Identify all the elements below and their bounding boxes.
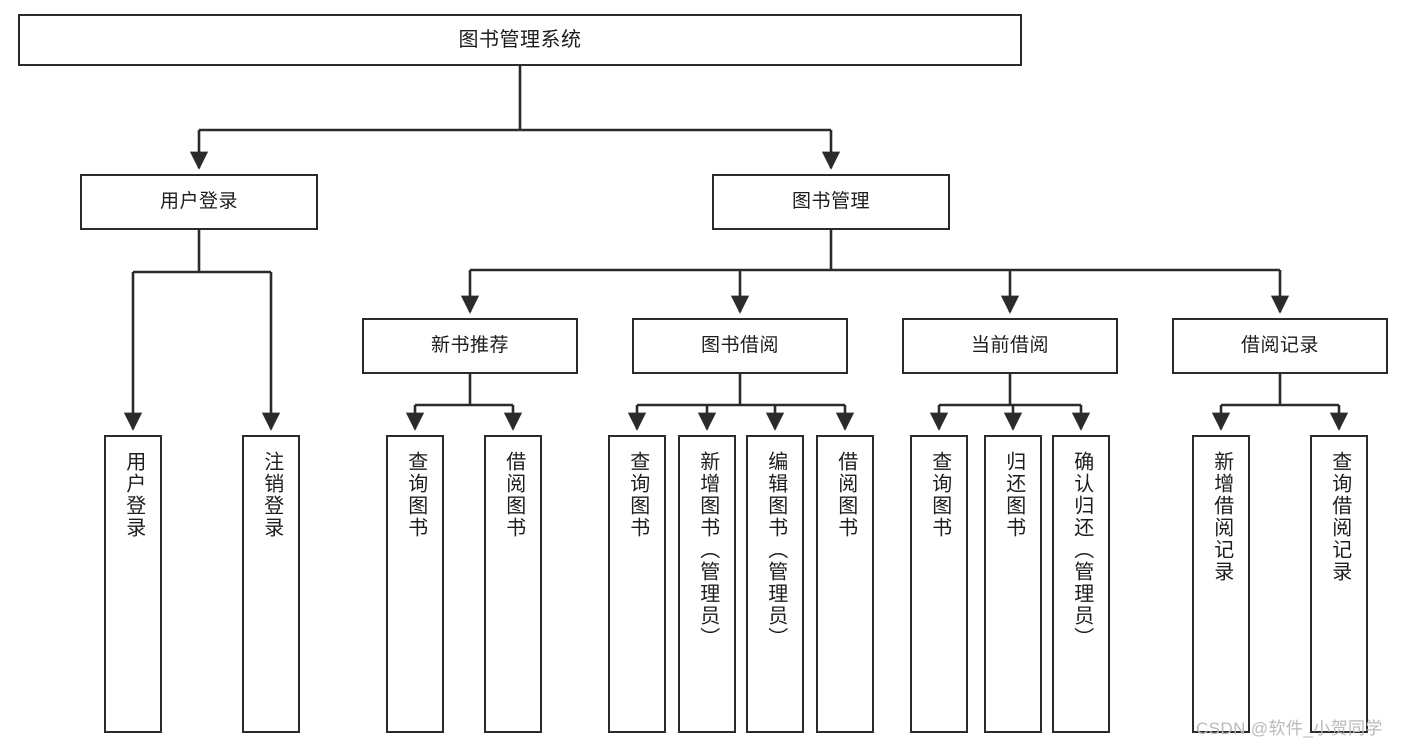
node-leaf-user-logout[interactable]: 注销登录 bbox=[242, 435, 300, 733]
node-user-login[interactable]: 用户登录 bbox=[80, 174, 318, 230]
node-book-manage-label: 图书管理 bbox=[791, 191, 870, 213]
node-leaf-add-record[interactable]: 新增借阅记录 bbox=[1192, 435, 1250, 733]
node-leaf-query-book-1[interactable]: 查询图书 bbox=[386, 435, 444, 733]
node-leaf-confirm-return[interactable]: 确认归还（管理员） bbox=[1052, 435, 1110, 733]
node-leaf-query-book-2[interactable]: 查询图书 bbox=[608, 435, 666, 733]
node-root[interactable]: 图书管理系统 bbox=[18, 14, 1022, 66]
node-leaf-add-record-label: 新增借阅记录 bbox=[1210, 451, 1233, 583]
node-book-borrow[interactable]: 图书借阅 bbox=[632, 318, 848, 374]
node-leaf-return-book[interactable]: 归还图书 bbox=[984, 435, 1042, 733]
node-leaf-add-book[interactable]: 新增图书（管理员） bbox=[678, 435, 736, 733]
node-leaf-query-book-2-label: 查询图书 bbox=[626, 451, 649, 539]
watermark: CSDN @软件_小贺同学 bbox=[1196, 719, 1383, 738]
node-current-borrow[interactable]: 当前借阅 bbox=[902, 318, 1118, 374]
node-leaf-query-record[interactable]: 查询借阅记录 bbox=[1310, 435, 1368, 733]
node-leaf-query-book-3-label: 查询图书 bbox=[928, 451, 951, 539]
node-new-book-rec-label: 新书推荐 bbox=[430, 335, 509, 357]
node-leaf-borrow-book-2[interactable]: 借阅图书 bbox=[816, 435, 874, 733]
node-book-manage[interactable]: 图书管理 bbox=[712, 174, 950, 230]
node-user-login-label: 用户登录 bbox=[159, 191, 238, 213]
node-new-book-rec[interactable]: 新书推荐 bbox=[362, 318, 578, 374]
node-borrow-record[interactable]: 借阅记录 bbox=[1172, 318, 1388, 374]
node-book-borrow-label: 图书借阅 bbox=[700, 335, 779, 357]
node-root-label: 图书管理系统 bbox=[458, 28, 582, 51]
node-current-borrow-label: 当前借阅 bbox=[970, 335, 1049, 357]
node-leaf-user-login-label: 用户登录 bbox=[122, 451, 145, 539]
node-leaf-query-record-label: 查询借阅记录 bbox=[1328, 451, 1351, 583]
node-leaf-confirm-return-label: 确认归还（管理员） bbox=[1070, 451, 1093, 649]
node-leaf-add-book-label: 新增图书（管理员） bbox=[696, 451, 719, 649]
node-leaf-user-logout-label: 注销登录 bbox=[260, 451, 283, 539]
node-leaf-query-book-1-label: 查询图书 bbox=[404, 451, 427, 539]
node-borrow-record-label: 借阅记录 bbox=[1240, 335, 1319, 357]
node-leaf-query-book-3[interactable]: 查询图书 bbox=[910, 435, 968, 733]
node-leaf-edit-book-label: 编辑图书（管理员） bbox=[764, 451, 787, 649]
node-leaf-return-book-label: 归还图书 bbox=[1002, 451, 1025, 539]
node-leaf-edit-book[interactable]: 编辑图书（管理员） bbox=[746, 435, 804, 733]
node-leaf-user-login[interactable]: 用户登录 bbox=[104, 435, 162, 733]
node-leaf-borrow-book-1[interactable]: 借阅图书 bbox=[484, 435, 542, 733]
node-leaf-borrow-book-2-label: 借阅图书 bbox=[834, 451, 857, 539]
node-leaf-borrow-book-1-label: 借阅图书 bbox=[502, 451, 525, 539]
